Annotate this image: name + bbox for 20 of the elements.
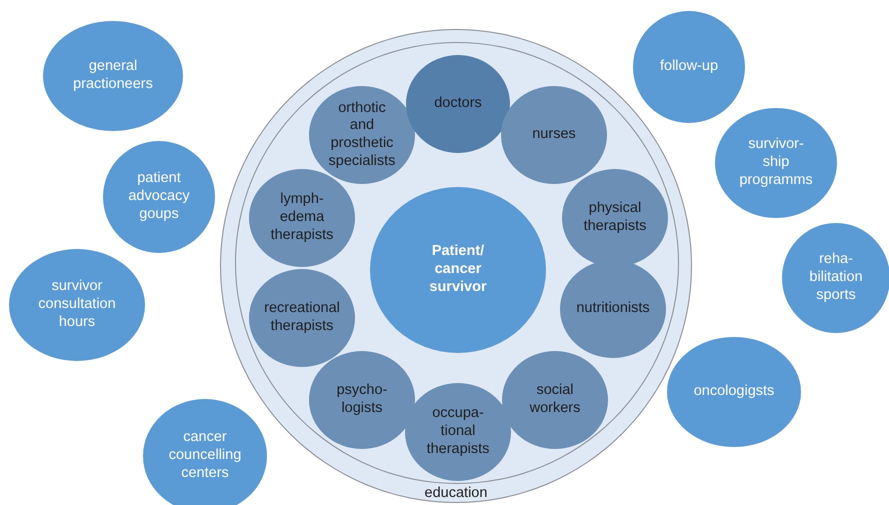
- node-label: lymph- edema therapists: [270, 191, 334, 245]
- node-label: Patient/ cancer survivor: [428, 243, 488, 297]
- node-label: physical therapists: [582, 200, 648, 236]
- node-label: survivor- ship programms: [738, 136, 814, 190]
- node-label: cancer councelling centers: [168, 429, 242, 483]
- node-label: social workers: [528, 382, 582, 418]
- node-label: orthotic and prosthetic specialists: [328, 100, 396, 170]
- node-label: general practioneers: [72, 58, 154, 94]
- node-label: survivor consultation hours: [37, 278, 117, 332]
- node-label: oncologigsts: [692, 383, 776, 401]
- node-label: psycho- logists: [336, 382, 388, 418]
- node-label: recreational therapists: [263, 300, 341, 336]
- node-label: nutritionists: [575, 300, 651, 318]
- node-label: patient advocacy goups: [127, 170, 191, 224]
- node-label: occupa- tional therapists: [426, 405, 490, 459]
- node-label: reha- bilitation sports: [808, 251, 864, 305]
- node-label: doctors: [433, 95, 483, 113]
- circle-label: education: [424, 486, 488, 502]
- node-label: nurses: [531, 126, 577, 144]
- node-label: follow-up: [658, 58, 720, 76]
